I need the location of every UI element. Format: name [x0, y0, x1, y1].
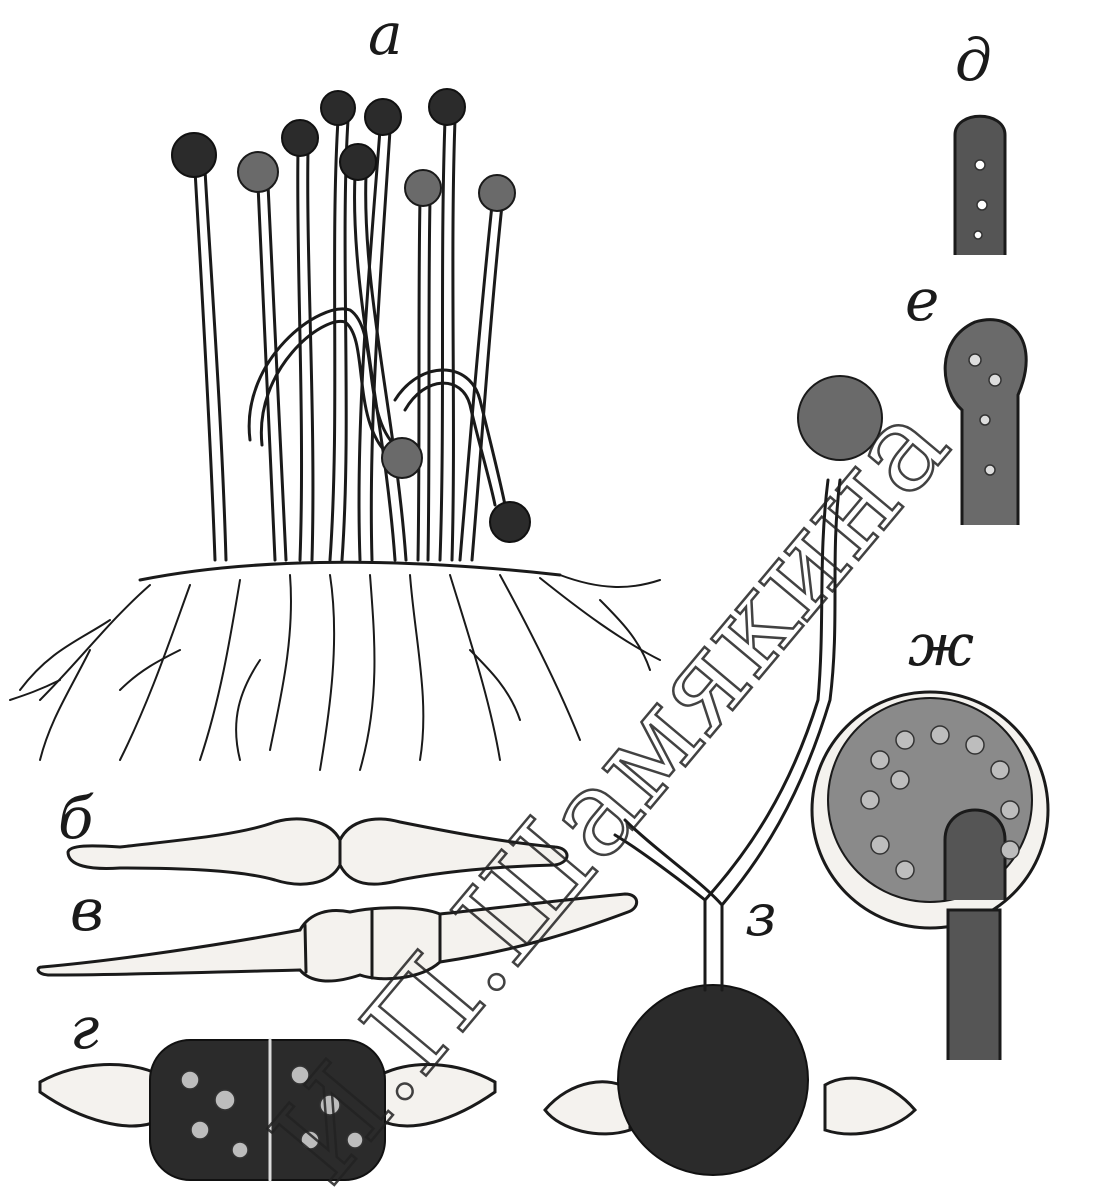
label-g: г	[70, 994, 99, 1062]
label-e: е	[905, 266, 939, 334]
label-b: б	[58, 784, 94, 852]
panel-zh-sporangium	[812, 692, 1048, 1060]
panel-d-hyphal-tip	[955, 116, 1005, 255]
panel-e-swelling-tip	[945, 320, 1026, 525]
sporangiophore-stalks	[195, 120, 505, 560]
label-z: з	[745, 881, 777, 949]
label-zh: ж	[908, 611, 974, 679]
sporangia-heads	[172, 89, 530, 542]
label-a: а	[368, 0, 403, 68]
rhizoid-mycelium	[10, 562, 660, 770]
label-d: д	[955, 26, 992, 94]
label-v: в	[70, 876, 104, 944]
panel-a-colony	[10, 89, 660, 770]
